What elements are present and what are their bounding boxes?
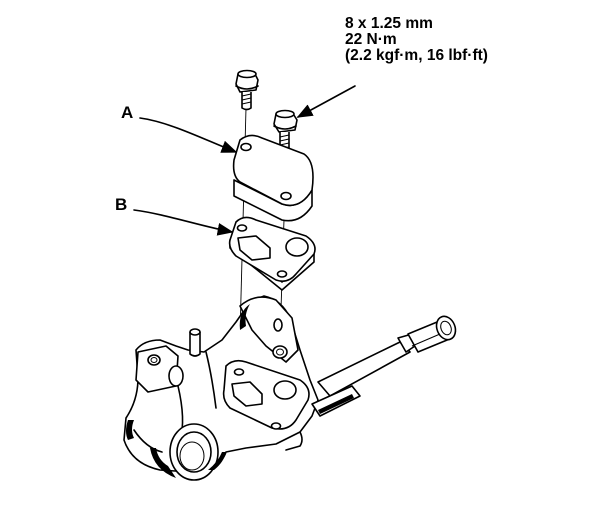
shading-accents bbox=[126, 304, 250, 470]
torque-leader-arrow bbox=[296, 85, 356, 118]
gasket-b bbox=[228, 216, 316, 291]
torque-spec: 8 x 1.25 mm 22 N·m (2.2 kgf·m, 16 lbf·ft… bbox=[345, 16, 488, 64]
torque-imperial-text: (2.2 kgf·m, 16 lbf·ft) bbox=[345, 47, 488, 64]
torque-nm-text: 22 N·m bbox=[345, 31, 397, 48]
callout-leader-a bbox=[139, 117, 238, 153]
bolt-left bbox=[235, 69, 259, 111]
bypass-tube bbox=[311, 315, 457, 417]
cover-plate-a bbox=[232, 134, 314, 222]
thermostat-housing bbox=[123, 295, 319, 481]
callout-label-b: B bbox=[115, 195, 128, 214]
callout-label-a: A bbox=[121, 103, 134, 122]
bolt-size-text: 8 x 1.25 mm bbox=[345, 15, 433, 32]
callout-leader-b bbox=[133, 209, 234, 236]
